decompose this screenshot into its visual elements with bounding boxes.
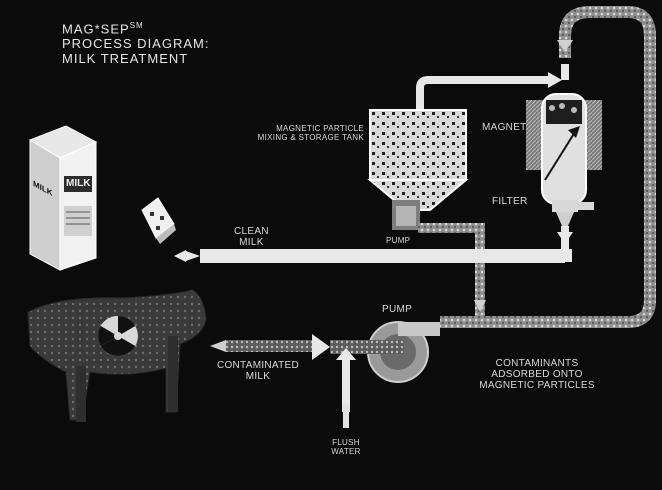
mixing-tank-label: MAGNETIC PARTICLE MIXING & STORAGE TANK: [257, 124, 364, 142]
clean-milk-label: CLEAN MILK: [234, 226, 269, 248]
tank-pump: [392, 200, 420, 230]
contaminants-label: CONTAMINANTS ADSORBED ONTO MAGNETIC PART…: [479, 358, 595, 391]
carton-front-text: MILK: [66, 178, 91, 189]
main-pump-label: PUMP: [382, 304, 413, 315]
flush-water-label: FLUSH WATER: [331, 438, 361, 456]
milk-glass: [141, 197, 176, 244]
arrow-left-icon: [210, 340, 226, 352]
contaminated-milk-label: CONTAMINATED MILK: [216, 360, 300, 382]
filter-label: FILTER: [492, 196, 528, 207]
title-line-2: PROCESS DIAGRAM:: [62, 36, 210, 52]
magnet-label: MAGNET: [482, 122, 527, 133]
arrow-right-icon: [312, 334, 330, 360]
tank-feed-pipe: [416, 64, 569, 110]
title-line-3: MILK TREATMENT: [62, 51, 189, 67]
arrow-left-icon: [186, 251, 200, 261]
diagram-title: MAG*SEPSM PROCESS DIAGRAM: MILK TREATMEN…: [62, 18, 209, 66]
milk-carton: [28, 125, 98, 271]
arrow-up-icon: [336, 348, 356, 360]
arrow-right-icon: [548, 72, 562, 88]
magnet-assembly: [526, 93, 602, 205]
return-loop-pipe: [440, 5, 656, 328]
flush-water-pipe: [336, 348, 356, 428]
arrow-up-right-icon: [568, 126, 580, 138]
title-line-1: MAG*SEP: [62, 21, 130, 37]
tank-pump-label: PUMP: [386, 236, 411, 245]
clean-milk-pipe: [174, 249, 572, 263]
arrow-down-icon: [474, 300, 486, 312]
cow: [27, 289, 207, 422]
contaminated-milk-pipe: [210, 334, 404, 360]
radiation-icon: [98, 316, 138, 356]
arrow-down-icon: [557, 40, 573, 52]
title-sup: SM: [129, 21, 144, 30]
particle-feed-line: [418, 223, 486, 322]
